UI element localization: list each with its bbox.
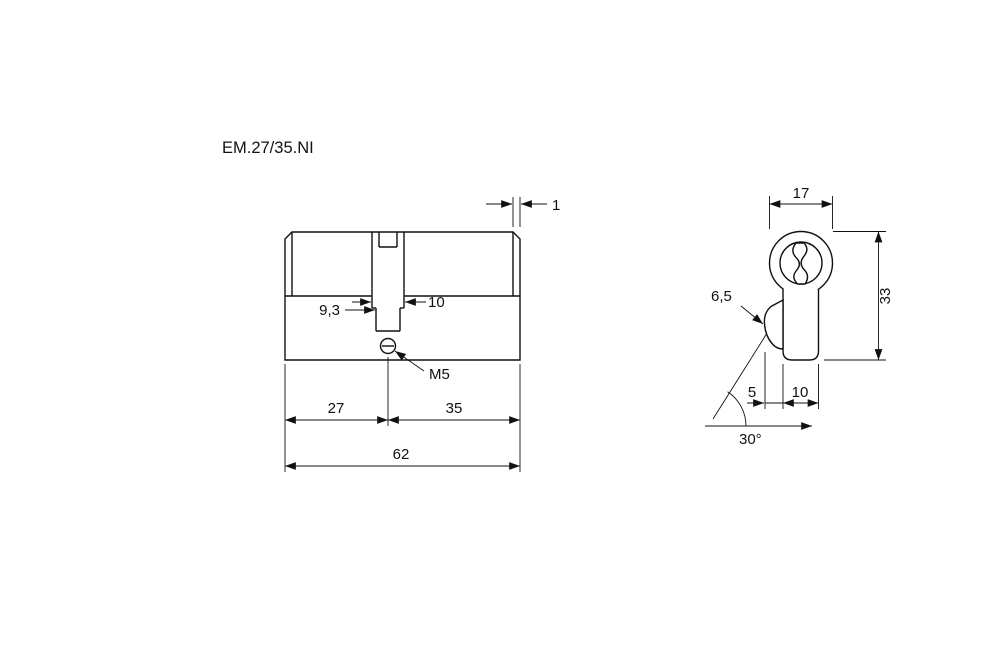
dim-label-key-tip: 6,5: [711, 288, 732, 305]
side-view-dimensions: 1 10 9,3 M5 27 35 62: [284, 197, 560, 472]
angle-arc: [727, 391, 747, 427]
dim-label-lower-width: 10: [792, 384, 809, 401]
key-tip: [763, 298, 784, 350]
dim-label-body-height: 33: [877, 288, 894, 305]
leader-line: [394, 350, 425, 372]
drawing-title: EM.27/35.NI: [222, 139, 314, 157]
cylinder-end-view: 30° 17 33: [705, 185, 894, 448]
dim-label-length-a: 27: [328, 400, 345, 417]
end-view-dimensions: 17 33 6,5 5 10: [711, 185, 894, 409]
screw-hole: [379, 337, 397, 355]
dim-label-cam-top: 10: [428, 294, 445, 311]
leader-line: [740, 305, 764, 325]
dim-label-total-length: 62: [393, 446, 410, 463]
dim-label-screw: M5: [429, 366, 450, 383]
dim-label-length-b: 35: [446, 400, 463, 417]
dim-label-tip-protrusion: 5: [748, 384, 756, 401]
dim-label-end-cap: 1: [552, 197, 560, 214]
keyway: [792, 242, 809, 285]
dim-label-body-width: 17: [793, 185, 810, 202]
cam-slot: [371, 232, 405, 332]
cylinder-body: [284, 231, 521, 361]
dim-label-angle: 30°: [739, 431, 762, 448]
profile-lower-body: [782, 288, 820, 361]
profile-body: [763, 230, 834, 361]
dim-label-cam-bottom: 9,3: [319, 302, 340, 319]
cylinder-side-view: 1 10 9,3 M5 27 35 62: [284, 197, 560, 472]
